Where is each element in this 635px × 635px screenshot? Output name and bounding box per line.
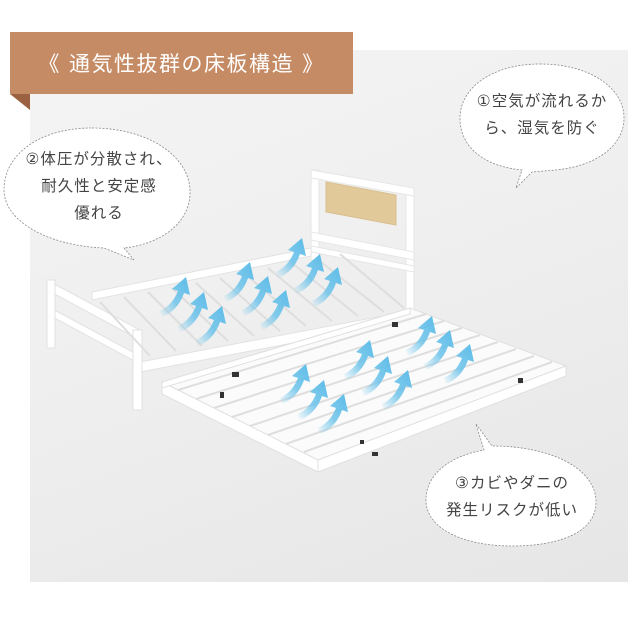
callout-2-line-1: ②体圧が分散され、 — [25, 150, 173, 168]
callout-1-line-2: ら、湿気を防ぐ — [484, 119, 600, 137]
callout-1: ①空気が流れるか ら、湿気を防ぐ — [462, 88, 622, 142]
callout-3: ③カビやダニの 発生リスクが低い — [430, 470, 594, 524]
callout-3-line-1: ③カビやダニの — [455, 474, 569, 492]
callout-3-line-2: 発生リスクが低い — [445, 501, 578, 519]
section-title-banner: 《 通気性抜群の床板構造 》 — [10, 32, 353, 94]
section-title: 《 通気性抜群の床板構造 》 — [38, 52, 325, 76]
speech-bubble-1 — [459, 63, 625, 189]
callout-2-line-3: 優れる — [74, 204, 124, 222]
main-bed-frame — [46, 247, 415, 411]
speech-bubble-3 — [425, 423, 597, 547]
headboard — [310, 169, 415, 339]
callout-2-line-2: 耐久性と安定感 — [41, 177, 157, 195]
callout-2: ②体圧が分散され、 耐久性と安定感 優れる — [10, 146, 188, 227]
trundle-frame — [160, 307, 568, 473]
speech-bubble-2 — [3, 127, 191, 261]
banner-fold — [10, 94, 30, 110]
callout-1-line-1: ①空気が流れるか — [476, 92, 608, 110]
